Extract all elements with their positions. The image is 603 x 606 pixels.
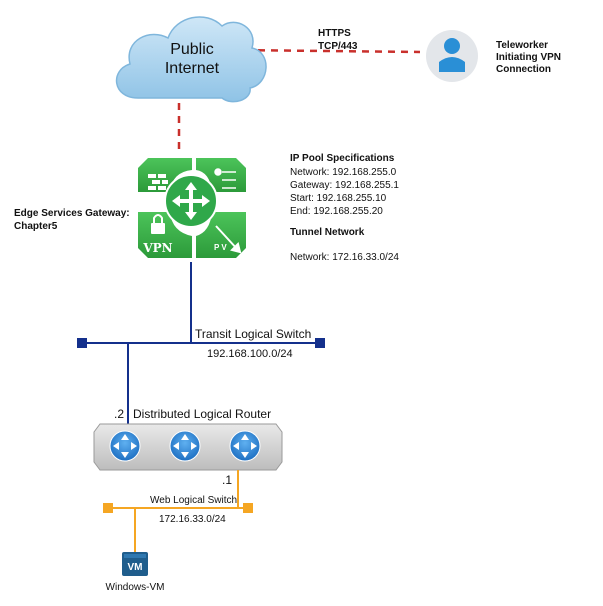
lock-icon <box>151 214 165 234</box>
ip-pool-start: Start: 192.168.255.10 <box>290 193 387 204</box>
link-port-label: TCP/443 <box>318 41 358 52</box>
vm-badge-text: VM <box>128 562 143 573</box>
edge-services-gateway-icon: VPN P V <box>138 158 246 258</box>
dlr-router-1-icon <box>109 430 141 462</box>
web-logical-switch <box>103 503 253 513</box>
web-switch-name: Web Logical Switch <box>150 495 237 506</box>
tunnel-network: Network: 172.16.33.0/24 <box>290 252 399 263</box>
router-arrows-icon <box>172 182 210 220</box>
teleworker-user <box>426 30 478 82</box>
web-switch-right-endpoint <box>243 503 253 513</box>
ip-pool-network: Network: 192.168.255.0 <box>290 167 397 178</box>
ip-pool-gateway: Gateway: 192.168.255.1 <box>290 180 399 191</box>
transit-switch-left-endpoint <box>77 338 87 348</box>
cloud-label-line2: Internet <box>165 60 220 77</box>
teleworker-label-line2: Initiating VPN <box>496 52 561 63</box>
transit-switch-right-endpoint <box>315 338 325 348</box>
ip-pool-title: IP Pool Specifications <box>290 153 395 164</box>
load-balancer-icon <box>214 168 236 189</box>
cloud-label-line1: Public <box>170 41 214 58</box>
dlr-uplink-ip: .2 <box>114 407 124 421</box>
ip-pool-end: End: 192.168.255.20 <box>290 206 383 217</box>
teleworker-label-line3: Connection <box>496 64 551 75</box>
dlr-router-3-icon <box>229 430 261 462</box>
firewall-icon <box>148 174 168 190</box>
dlr-name: Distributed Logical Router <box>133 407 271 421</box>
vm-label: Windows-VM <box>106 582 165 593</box>
pv-icon-text: P V <box>214 243 227 252</box>
transit-switch-subnet: 192.168.100.0/24 <box>207 348 293 360</box>
web-switch-subnet: 172.16.33.0/24 <box>159 514 226 525</box>
dlr-router-2-icon <box>169 430 201 462</box>
vpn-icon-text: VPN <box>142 241 172 255</box>
transit-logical-switch <box>77 338 325 348</box>
user-icon <box>439 38 465 72</box>
windows-vm: VM <box>122 552 148 576</box>
edge-label-line2: Chapter5 <box>14 221 58 232</box>
link-protocol-label: HTTPS <box>318 28 351 39</box>
distributed-logical-router <box>93 423 283 471</box>
dlr-internal-ip: .1 <box>222 473 232 487</box>
nat-arrow-icon <box>215 225 242 254</box>
cloud-to-teleworker-link <box>231 48 421 54</box>
tunnel-title: Tunnel Network <box>290 227 365 238</box>
teleworker-label-line1: Teleworker <box>496 40 548 51</box>
transit-switch-name: Transit Logical Switch <box>195 327 311 341</box>
edge-label-line1: Edge Services Gateway: <box>14 208 130 219</box>
public-internet-cloud: Public Internet <box>115 16 267 103</box>
web-switch-left-endpoint <box>103 503 113 513</box>
